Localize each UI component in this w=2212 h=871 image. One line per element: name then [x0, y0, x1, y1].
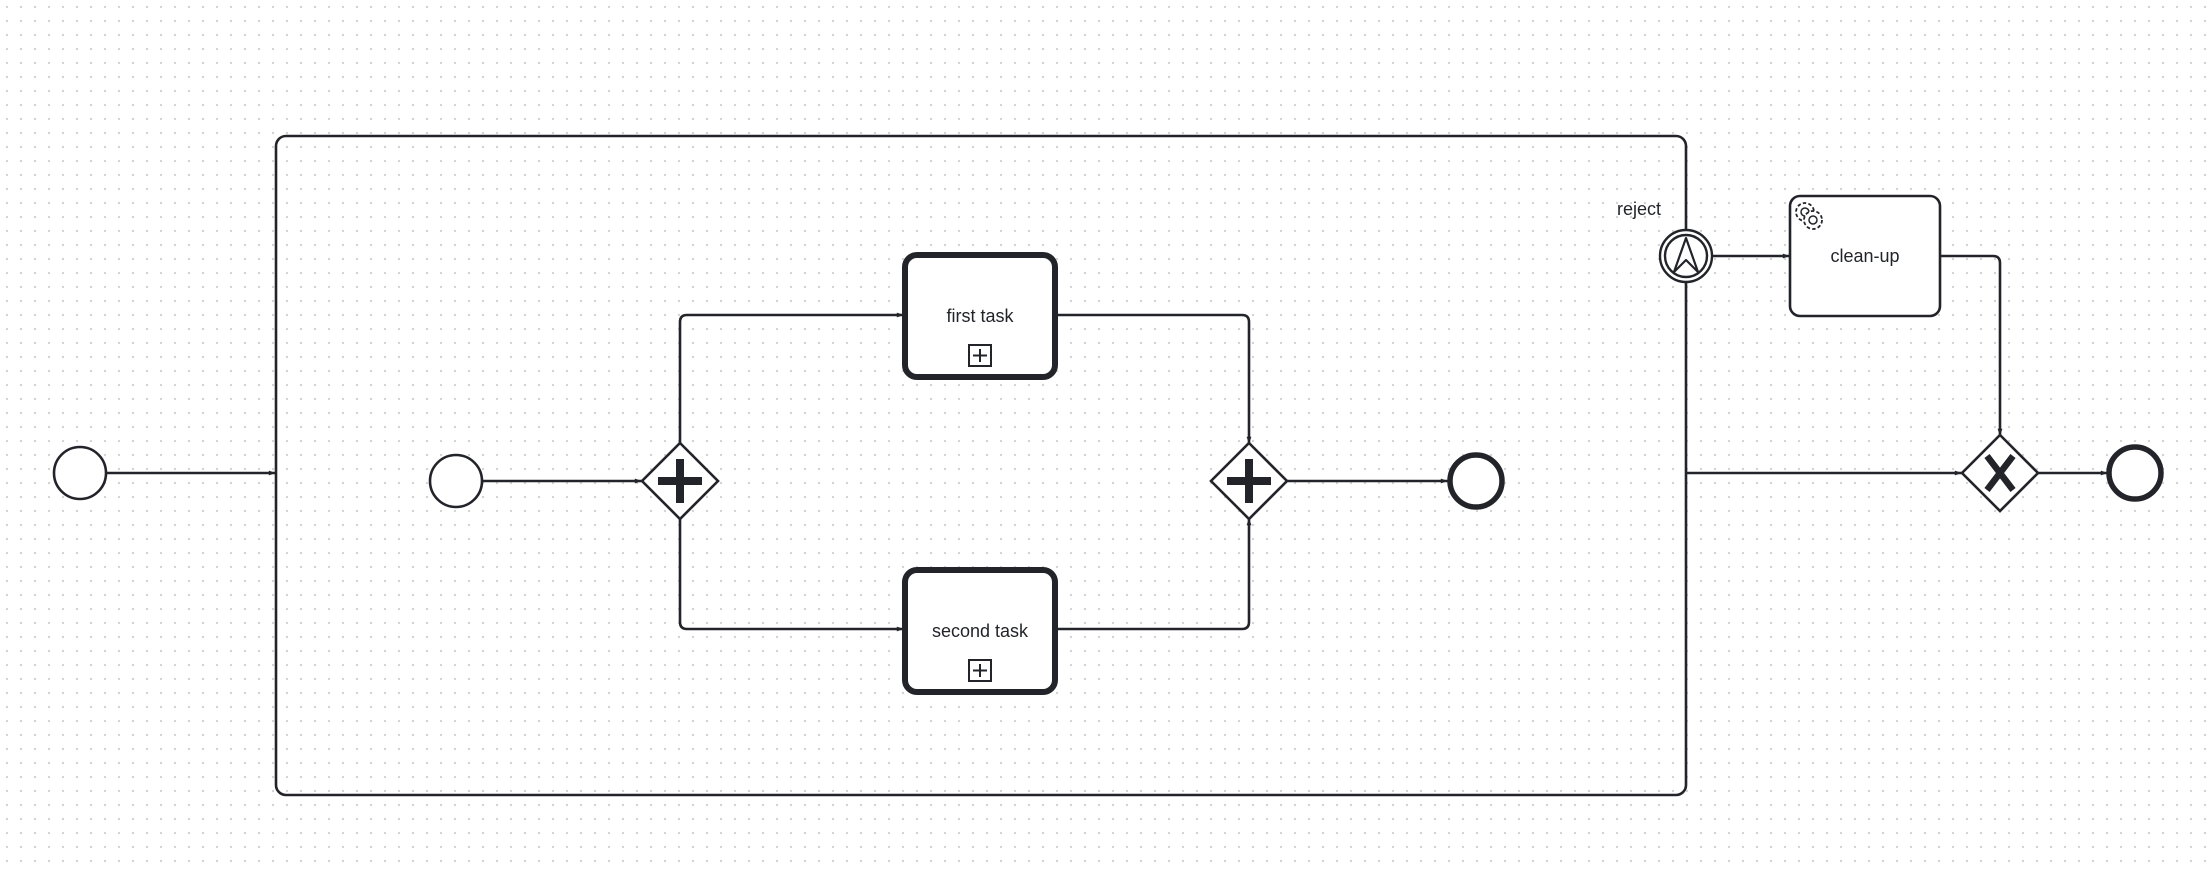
exclusive-gateway[interactable] [1960, 433, 2040, 513]
flow-fork-to-second-task[interactable] [678, 518, 904, 632]
inner-start-event[interactable] [428, 453, 484, 509]
cleanup-task-label: clean-up [1830, 246, 1899, 266]
parallel-join-gateway[interactable] [1209, 441, 1289, 521]
reject-boundary-event[interactable] [1658, 228, 1714, 284]
first-task-label: first task [946, 306, 1014, 326]
flow-second-task-to-join[interactable] [1055, 518, 1252, 631]
plus-icon [1227, 459, 1271, 503]
first-task[interactable]: first task [902, 252, 1058, 380]
flow-first-task-to-join[interactable] [1055, 313, 1252, 444]
gear-icon [1795, 202, 1823, 230]
x-icon [1984, 454, 2016, 492]
escalation-icon [1672, 236, 1700, 274]
reject-event-label: reject [1617, 199, 1661, 219]
start-event[interactable] [52, 445, 108, 501]
plus-icon [658, 459, 702, 503]
flow-cleanup-to-exclusive-gateway[interactable] [1940, 254, 2003, 436]
second-task-label: second task [932, 621, 1029, 641]
cleanup-service-task[interactable]: clean-up [1788, 194, 1942, 318]
end-event[interactable] [2106, 444, 2164, 502]
second-task[interactable]: second task [902, 567, 1058, 695]
expand-marker-icon[interactable] [968, 344, 992, 367]
flow-fork-to-first-task[interactable] [678, 312, 904, 444]
expand-marker-icon[interactable] [968, 659, 992, 682]
inner-end-event[interactable] [1447, 452, 1505, 510]
expanded-subprocess[interactable] [274, 134, 1688, 797]
parallel-fork-gateway[interactable] [640, 441, 720, 521]
